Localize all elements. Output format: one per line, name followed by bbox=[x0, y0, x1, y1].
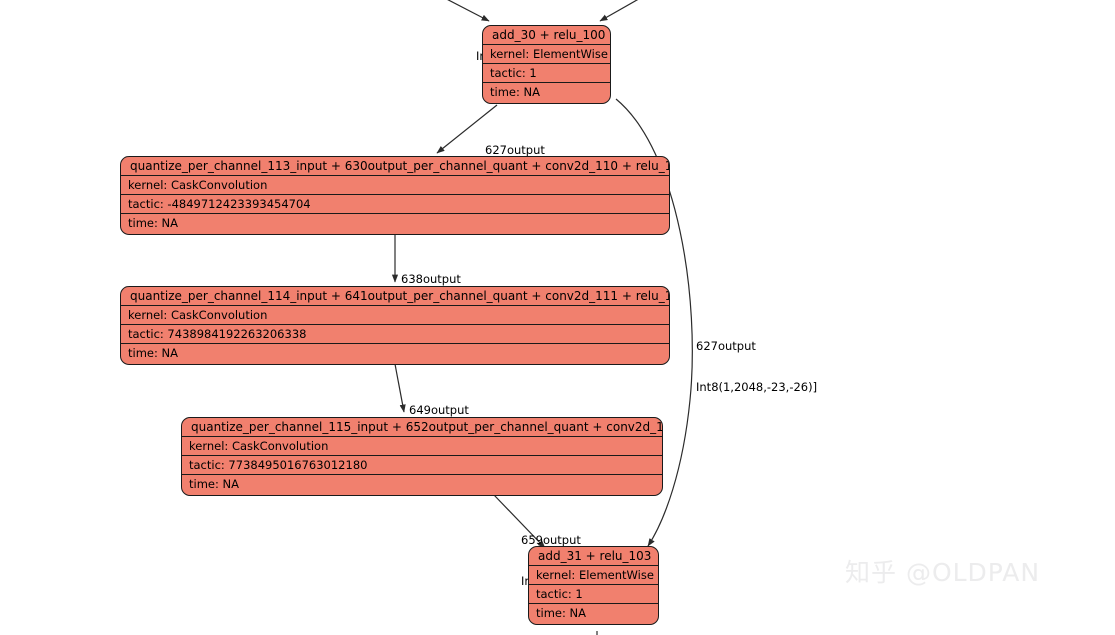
node-title: add_31 + relu_103 bbox=[529, 547, 658, 566]
node-time: time: NA bbox=[189, 477, 239, 491]
node-kernel: kernel: ElementWise bbox=[529, 566, 658, 585]
node-tactic: tactic: 7438984192263206338 bbox=[121, 325, 669, 344]
node-tactic: tactic: -4849712423393454704 bbox=[121, 195, 669, 214]
node-time: time: NA bbox=[128, 346, 178, 360]
node-kernel: kernel: ElementWise bbox=[483, 45, 610, 64]
zhihu-watermark: 知乎 @OLDPAN bbox=[845, 558, 1041, 587]
edge-incoming-right bbox=[599, 0, 639, 22]
node-kernel: kernel: CaskConvolution bbox=[121, 306, 669, 325]
edge-label-line1: 649output bbox=[409, 403, 469, 417]
node-add-31[interactable]: add_31 + relu_103 kernel: ElementWise ta… bbox=[528, 546, 659, 625]
node-time: time: NA bbox=[490, 85, 540, 99]
node-kernel: kernel: CaskConvolution bbox=[182, 437, 662, 456]
edge-label-line1: 638output bbox=[401, 272, 461, 286]
node-title: quantize_per_channel_115_input + 652outp… bbox=[182, 418, 662, 437]
edge-label-line1: 627output bbox=[485, 143, 545, 157]
edge-label-line1: 659output bbox=[521, 533, 581, 547]
node-title: add_30 + relu_100 bbox=[483, 26, 610, 45]
node-conv2d-110[interactable]: quantize_per_channel_113_input + 630outp… bbox=[120, 156, 670, 235]
node-title: quantize_per_channel_114_input + 641outp… bbox=[121, 287, 669, 306]
node-tactic: tactic: 1 bbox=[483, 64, 610, 83]
edge-conv111-to-conv112 bbox=[394, 363, 406, 413]
node-kernel: kernel: CaskConvolution bbox=[121, 176, 669, 195]
edge-label-627-skip-to-add31: 627output Int8(1,2048,-23,-26)] bbox=[696, 313, 817, 421]
node-time: time: NA bbox=[128, 216, 178, 230]
node-conv2d-111[interactable]: quantize_per_channel_114_input + 641outp… bbox=[120, 286, 670, 365]
node-tactic: tactic: 7738495016763012180 bbox=[182, 456, 662, 475]
node-add-30[interactable]: add_30 + relu_100 kernel: ElementWise ta… bbox=[482, 25, 611, 104]
edge-label-line2: Int8(1,2048,-23,-26)] bbox=[696, 379, 818, 394]
node-time: time: NA bbox=[536, 606, 586, 620]
node-tactic: tactic: 1 bbox=[529, 585, 658, 604]
edge-label-line1: 627output bbox=[696, 339, 756, 353]
node-title: quantize_per_channel_113_input + 630outp… bbox=[121, 157, 669, 176]
node-conv2d-112[interactable]: quantize_per_channel_115_input + 652outp… bbox=[181, 417, 663, 496]
